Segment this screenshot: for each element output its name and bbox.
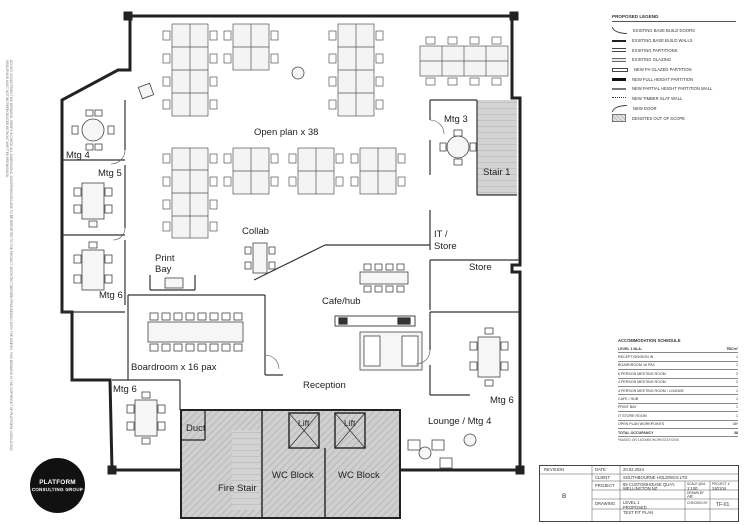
legend-item: EXISTING BASE BUILD DOORS — [612, 26, 736, 36]
wall-swatch — [612, 39, 626, 42]
legend-item: EXISTING GLAZING — [612, 55, 736, 65]
drawn-by-label: DRAWN BY — [687, 491, 705, 495]
date-label: DATE — [595, 467, 606, 472]
partitions — [62, 99, 520, 410]
glazing-swatch — [612, 57, 626, 62]
schedule-header: LEVEL 1 NLA:TBCm² — [618, 345, 738, 354]
room-open-plan: Open plan x 38 — [254, 127, 319, 138]
room-boardroom: Boardroom x 16 pax — [131, 362, 217, 373]
project-number-value: 240104 — [712, 486, 726, 491]
room-duct: Duct — [186, 423, 206, 434]
timber-slat-swatch — [612, 97, 626, 100]
legend-item: NEW DOOR — [612, 104, 736, 114]
partial-height-swatch — [612, 87, 626, 90]
room-mtg-6-bottom: Mtg 6 — [113, 384, 137, 395]
platform-logo: PLATFORM CONSULTING GROUP — [30, 458, 85, 513]
room-collab: Collab — [242, 226, 269, 237]
door-swatch — [612, 27, 627, 35]
legend: PROPOSED LEGEND EXISTING BASE BUILD DOOR… — [612, 14, 736, 123]
drawing-line1: LEVEL 1 — [623, 500, 640, 505]
room-reception: Reception — [303, 380, 346, 391]
project-number-label: PROJECT # — [712, 482, 730, 486]
sheet-number: TF-01 — [716, 502, 730, 508]
room-cafe-hub: Cafe/hub — [322, 296, 361, 307]
meeting-furniture — [71, 66, 509, 469]
accommodation-schedule: ACCOMMODATION SCHEDULE LEVEL 1 NLA:TBCm²… — [618, 338, 738, 442]
core-out-of-scope — [181, 410, 399, 518]
room-lift-2: Lift — [344, 418, 356, 428]
checked-by-label: CHECKED BY — [687, 501, 708, 505]
legend-item: NEW TIMBER SLAT WALL — [612, 94, 736, 104]
date-value: 20.02.2024 — [623, 467, 644, 472]
title-block: REVISION B DATE 20.02.2024 CLIENT SOUTHB… — [539, 465, 739, 522]
full-height-swatch — [612, 77, 626, 81]
room-stair-1: Stair 1 — [483, 167, 511, 178]
room-store: Store — [469, 262, 492, 273]
stair1-core — [477, 100, 517, 195]
room-lounge: Lounge / Mtg 4 — [428, 416, 492, 427]
project-label: PROJECT — [595, 483, 615, 488]
partition-swatch — [612, 48, 626, 53]
legend-item: DENOTES OUT OF SCOPE — [612, 113, 736, 123]
logo-line1: PLATFORM — [39, 479, 76, 486]
project-line1: 89 CUSTOMHOUSE QUAY, — [623, 482, 676, 487]
new-door-swatch — [612, 104, 627, 112]
desk-chairs — [162, 30, 502, 232]
building-walls — [60, 11, 525, 519]
drawing-line2: PROPOSED — [623, 505, 647, 510]
desk-pods — [171, 23, 509, 239]
room-mtg-4: Mtg 4 — [66, 150, 90, 161]
legend-item: NEW PARTIAL HEIGHT PARTITION WALL — [612, 84, 736, 94]
title-block-grid — [540, 466, 738, 521]
room-print-bay-line1: Print — [155, 253, 175, 264]
legend-item: EXISTING PARTITIONS — [612, 45, 736, 55]
legend-item: NEW FH GLAZED PARTITION — [612, 65, 736, 75]
room-fire-stair: Fire Stair — [218, 483, 257, 494]
room-it-store-line1: IT / — [434, 229, 448, 240]
fire-stair-treads — [232, 430, 260, 510]
room-mtg-3: Mtg 3 — [444, 114, 468, 125]
room-mtg-6-right: Mtg 6 — [490, 395, 514, 406]
room-print-bay-line2: Bay — [155, 264, 172, 275]
schedule-title: ACCOMMODATION SCHEDULE — [618, 338, 681, 343]
room-wc-block-1: WC Block — [272, 470, 314, 481]
glazed-partition-swatch — [612, 67, 628, 72]
schedule-footnote: *BASED ON 1400MM WORKSTATIONS — [618, 438, 679, 443]
revision-label: REVISION — [544, 467, 565, 472]
client-value: SOUTHBOURNE HOLDINGS LTD — [623, 475, 688, 480]
legend-item: NEW FULL HEIGHT PARTITION — [612, 74, 736, 84]
revision-value: B — [562, 493, 567, 500]
room-it-store-line2: Store — [434, 241, 457, 252]
drawing-label: DRAWING — [595, 501, 616, 506]
doors — [110, 119, 445, 370]
legend-item: EXISTING BASE BUILD WALLS — [612, 36, 736, 46]
drawn-by-value: AR — [687, 494, 693, 499]
room-mtg-5: Mtg 5 — [98, 168, 122, 179]
project-line2: WELLINGTON NZ — [623, 486, 658, 491]
client-label: CLIENT — [595, 475, 610, 480]
scale-value: 1:100 — [687, 486, 698, 491]
logo-line2: CONSULTING GROUP — [31, 487, 84, 492]
legend-title: PROPOSED LEGEND — [612, 14, 736, 22]
scale-label: SCALE @A1 — [687, 482, 706, 486]
out-of-scope-swatch — [612, 114, 626, 123]
drawing-line3: TEST FIT PLAN — [623, 510, 654, 515]
room-lift-1: Lift — [298, 418, 310, 428]
room-mtg-6-left: Mtg 6 — [99, 290, 123, 301]
room-wc-block-2: WC Block — [338, 470, 380, 481]
